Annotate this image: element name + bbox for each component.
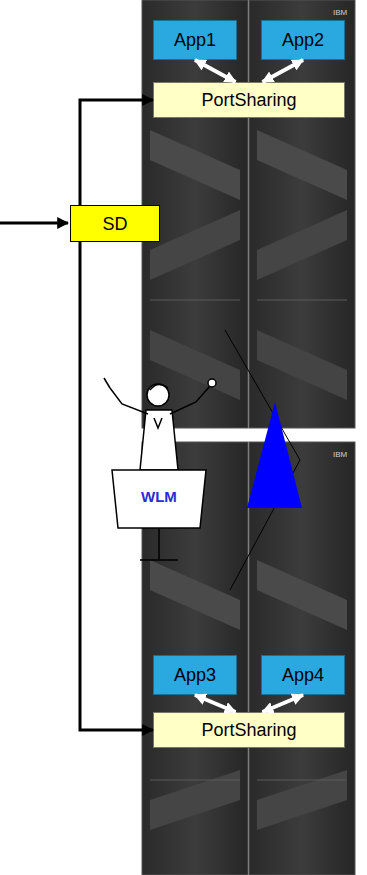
portsharing-arrow xyxy=(195,695,236,712)
podium-foot xyxy=(140,559,178,561)
bow-tie xyxy=(154,418,162,428)
door-panel xyxy=(257,210,347,280)
portsharing-box: PortSharing xyxy=(153,82,345,118)
app-box: App3 xyxy=(153,655,237,695)
box-label: SD xyxy=(102,214,127,234)
panel-seam xyxy=(257,780,347,781)
panel-seam xyxy=(257,300,347,301)
portsharing-arrow xyxy=(195,60,236,82)
body xyxy=(140,410,178,470)
link-line xyxy=(225,330,300,460)
door-panel xyxy=(150,210,240,280)
hand xyxy=(208,379,216,387)
brand-mark: IBM xyxy=(333,8,347,17)
app-box: App4 xyxy=(261,655,345,695)
door-panel xyxy=(150,770,240,830)
coupling-triangle xyxy=(247,402,302,508)
door-panel xyxy=(257,770,347,830)
head xyxy=(147,384,169,406)
app-box: App1 xyxy=(153,20,237,60)
sysplex-distributor-box: SD xyxy=(70,205,160,242)
brand-mark: IBM xyxy=(333,450,347,459)
box-label: App3 xyxy=(174,665,216,685)
arm xyxy=(170,386,210,414)
door-panel xyxy=(257,330,347,400)
distribution-line xyxy=(80,100,153,205)
wlm-label: WLM xyxy=(141,488,177,505)
box-label: App4 xyxy=(282,665,324,685)
baton xyxy=(104,378,110,388)
podium xyxy=(112,470,206,528)
input-arrow xyxy=(0,222,68,225)
door-panel xyxy=(150,130,240,200)
panel-seam xyxy=(150,780,240,781)
box-label: App2 xyxy=(282,30,324,50)
portsharing-arrow xyxy=(263,60,304,82)
door-panel xyxy=(257,560,347,630)
app-box: App2 xyxy=(261,20,345,60)
conductor-illustration xyxy=(104,378,216,560)
panel-seam xyxy=(150,300,240,301)
mainframe-top xyxy=(142,0,355,428)
door-panel xyxy=(150,560,240,630)
box-label: App1 xyxy=(174,30,216,50)
arm xyxy=(110,388,148,414)
door-panel xyxy=(257,130,347,200)
portsharing-box: PortSharing xyxy=(153,712,345,748)
cabinet xyxy=(249,0,355,428)
box-label: PortSharing xyxy=(201,720,296,740)
hair xyxy=(150,384,168,390)
distribution-line xyxy=(80,242,153,730)
portsharing-arrow xyxy=(263,695,304,712)
podium-stand xyxy=(158,528,160,560)
box-label: PortSharing xyxy=(201,90,296,110)
